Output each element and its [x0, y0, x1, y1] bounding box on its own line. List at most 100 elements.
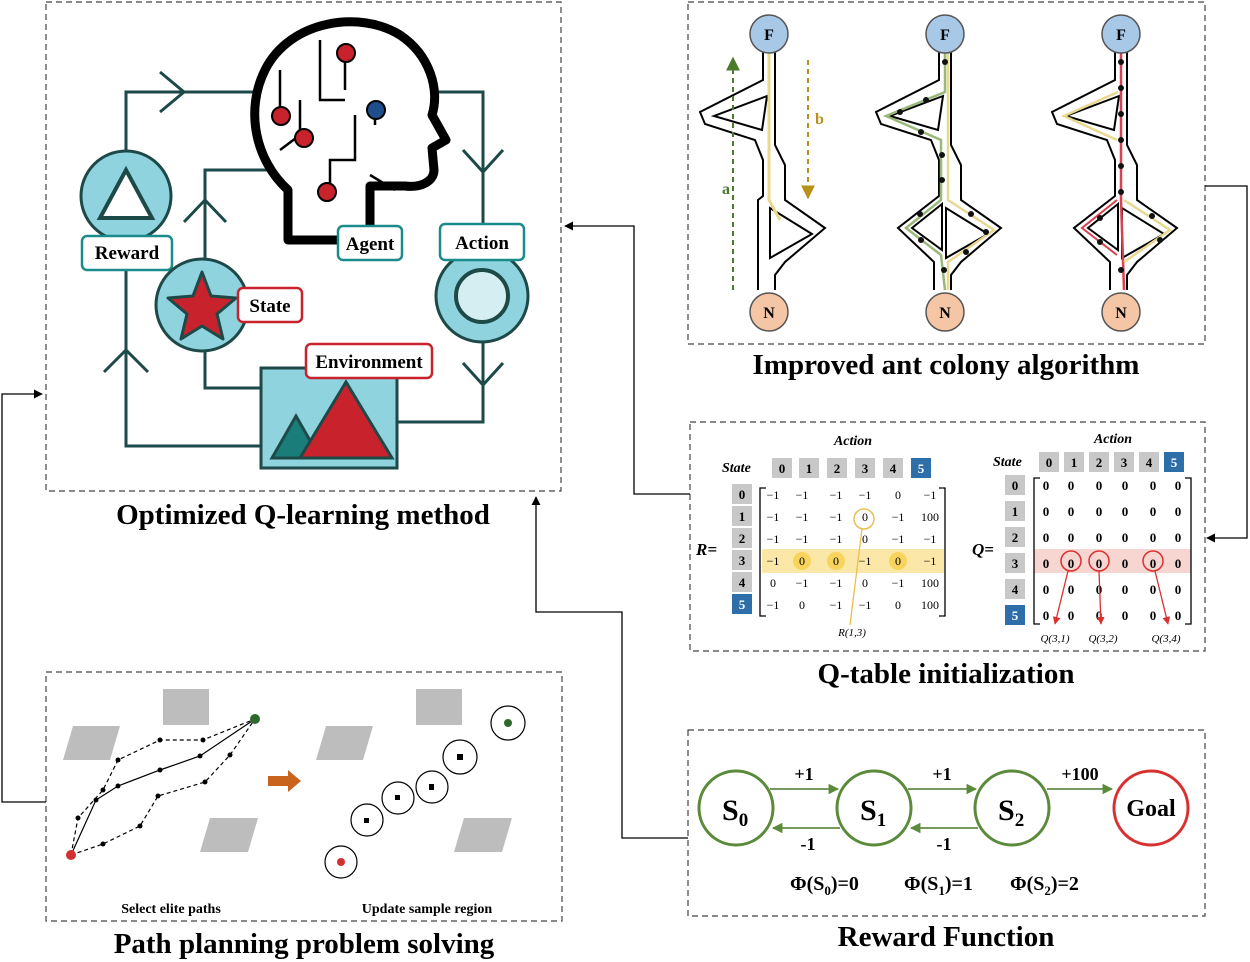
q-cell: 0	[1096, 530, 1103, 545]
ant-to-qtable-arrow	[1205, 185, 1248, 543]
goal-label: Goal	[1126, 796, 1176, 822]
backward-reward-2: -1	[937, 834, 952, 854]
q-cell: 0	[1122, 608, 1129, 623]
r-row-header: 2	[739, 531, 746, 546]
q-cell: 0	[1175, 478, 1182, 493]
q-cell: 0	[1068, 530, 1075, 545]
q-cell: 0	[1122, 478, 1129, 493]
r-col-header: 2	[834, 461, 841, 476]
r-cell: −1	[796, 510, 809, 524]
q-col-header: 4	[1146, 455, 1153, 470]
q-cell: 0	[1150, 530, 1157, 545]
r-state-label: State	[722, 461, 751, 476]
q-cell: 0	[1043, 530, 1050, 545]
r-equals-label: R=	[695, 540, 717, 559]
q-col-header: 3	[1121, 455, 1128, 470]
state-s2-node	[973, 769, 1051, 847]
q-cell: 0	[1043, 582, 1050, 597]
r-cell: 0	[895, 488, 901, 502]
q-highlight-row	[1034, 549, 1191, 573]
q-col-header: 2	[1096, 455, 1103, 470]
ant-graph-2: F N	[874, 14, 1003, 332]
q-cell: 0	[1150, 478, 1157, 493]
qlearning-frame	[45, 1, 562, 492]
node-f-3: F	[1116, 27, 1126, 44]
r-cell: −1	[830, 488, 843, 502]
q-cell: 0	[1150, 582, 1157, 597]
r-cell: 0	[799, 598, 805, 612]
q-row-header: 0	[1012, 478, 1019, 493]
r-col-header: 4	[890, 461, 897, 476]
r-row-header: 0	[739, 487, 746, 502]
r-col-header: 0	[779, 461, 786, 476]
ant-graph-1: a b F N	[698, 14, 827, 332]
reward-function-diagram: S0 S1 S2 Goal +1 +1 +100 -1 -1 Φ(S0)=0 Φ…	[697, 764, 1190, 953]
backward-reward-1: -1	[801, 834, 816, 854]
q-cell: 0	[1043, 556, 1050, 571]
r-cell: 100	[921, 598, 939, 612]
q-row-header: 5	[1012, 608, 1019, 623]
q-cell: 0	[1043, 478, 1050, 493]
q-cell: 0	[1122, 504, 1129, 519]
r-cell: −1	[767, 510, 780, 524]
q-state-label: State	[993, 455, 1022, 470]
path-b-label: b	[815, 111, 824, 128]
q-cell: 0	[1122, 556, 1129, 571]
q-cell: 0	[1068, 556, 1075, 571]
q-cell: 0	[1043, 504, 1050, 519]
q-annotation-31: Q(3,1)	[1040, 633, 1069, 645]
qtable-to-qlearning-arrow	[564, 221, 690, 495]
action-label: Action	[455, 233, 509, 254]
goal-node	[1112, 769, 1190, 847]
q-equals-label: Q=	[972, 540, 994, 559]
q-row-header: 3	[1012, 556, 1019, 571]
r-cell: −1	[796, 576, 809, 590]
r-cell: −1	[830, 510, 843, 524]
r-annotation: R(1,3)	[837, 627, 866, 639]
q-cell: 0	[1150, 504, 1157, 519]
q-cell: 0	[1068, 608, 1075, 623]
node-n-1: N	[763, 305, 775, 322]
q-row-header: 2	[1012, 530, 1019, 545]
ant-graph-3: F N	[1050, 14, 1179, 332]
r-cell: −1	[796, 532, 809, 546]
potential-s0: Φ(S0)=0	[790, 873, 859, 898]
q-cell: 0	[1150, 556, 1157, 571]
qtable-frame	[689, 421, 1206, 652]
state-star-icon	[166, 270, 238, 341]
r-cell: 0	[799, 554, 805, 568]
q-cell: 0	[1175, 556, 1182, 571]
q-col-header: 5	[1171, 455, 1178, 470]
r-cell: −1	[859, 488, 872, 502]
ant-title: Improved ant colony algorithm	[753, 349, 1140, 381]
q-cell: 0	[1068, 582, 1075, 597]
r-col-header: 3	[862, 461, 869, 476]
r-cell: −1	[767, 598, 780, 612]
r-row-header: 3	[739, 553, 746, 568]
q-col-header: 0	[1046, 455, 1053, 470]
reward-title: Reward Function	[838, 921, 1055, 953]
q-cell: 0	[1096, 582, 1103, 597]
q-action-label: Action	[1093, 432, 1132, 447]
r-cell: 0	[895, 598, 901, 612]
r-cell: 0	[862, 576, 868, 590]
r-col-header: 5	[918, 461, 925, 476]
path-frame	[45, 671, 563, 922]
state-label: State	[249, 296, 290, 317]
node-f-1: F	[764, 27, 774, 44]
r-cell: −1	[859, 554, 872, 568]
r-cell: 0	[895, 554, 901, 568]
r-cell: −1	[767, 488, 780, 502]
reward-to-qlearning-arrow	[531, 496, 688, 839]
q-cell: 0	[1150, 608, 1157, 623]
node-n-3: N	[1115, 305, 1127, 322]
r-row-header: 5	[739, 597, 746, 612]
q-cell: 0	[1068, 504, 1075, 519]
path-caption-left: Select elite paths	[121, 902, 221, 917]
q-row-header: 4	[1012, 582, 1019, 597]
state-s2-label: S2	[998, 794, 1024, 831]
r-action-label: Action	[833, 434, 872, 449]
r-cell: −1	[924, 488, 937, 502]
q-cell: 0	[1096, 608, 1103, 623]
q-annotation-32: Q(3,2)	[1088, 633, 1117, 645]
